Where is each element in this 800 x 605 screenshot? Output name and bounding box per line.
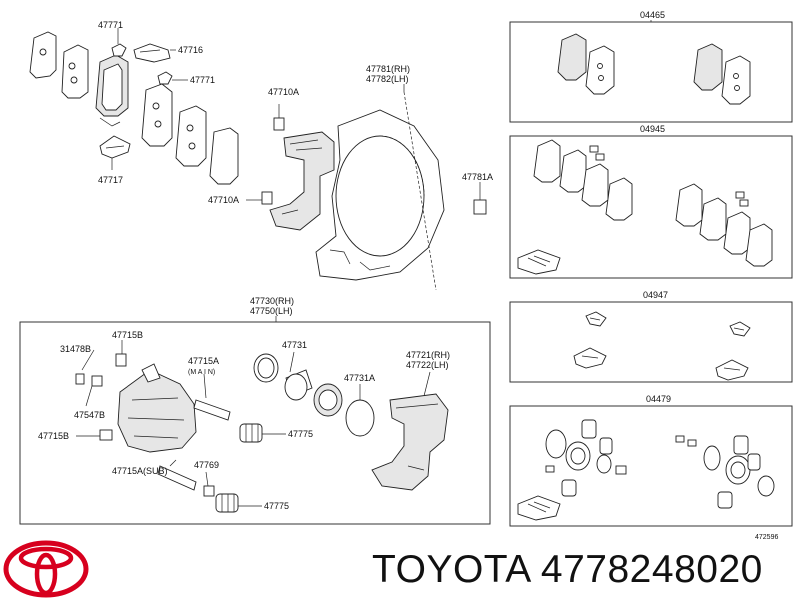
boot-set-ring xyxy=(345,399,375,437)
bracket-body xyxy=(269,131,335,231)
caliper-bracket xyxy=(371,393,449,491)
guide-bolt-lower xyxy=(99,429,113,441)
pin-bushing xyxy=(203,485,215,497)
label-04945: 04945 xyxy=(640,124,665,134)
label-47547b: 47547B xyxy=(74,410,105,420)
disc-dust-cover xyxy=(315,84,487,291)
label-main: (M A I N) xyxy=(188,369,215,376)
label-47771-b: 47771 xyxy=(190,75,215,85)
label-47710a-top: 47710A xyxy=(268,87,299,97)
kit-04945-shims xyxy=(509,135,793,279)
label-47781-rh: 47781(RH) xyxy=(366,64,410,74)
label-47721-rh: 47721(RH) xyxy=(406,350,450,360)
logo-vertical-ellipse-icon xyxy=(34,552,58,596)
caliper-mounting-bracket xyxy=(246,104,335,231)
label-47715a-sub: 47715A(SUB) xyxy=(112,466,168,476)
anti-squeal-clip-a xyxy=(111,43,127,57)
label-47731: 47731 xyxy=(282,340,307,350)
brand-part-number: TOYOTA 4778248020 xyxy=(372,548,763,591)
brake-pad-third xyxy=(141,83,173,147)
label-47781a: 47781A xyxy=(462,172,493,182)
dust-cover-bolt xyxy=(473,199,487,215)
kit-box-04479 xyxy=(509,405,793,527)
label-47769: 47769 xyxy=(194,460,219,470)
kit-box-04947 xyxy=(509,301,793,383)
label-47710a-bottom: 47710A xyxy=(208,195,239,205)
guide-pin-main xyxy=(193,399,231,421)
anti-squeal-shim xyxy=(133,43,171,63)
guide-pin-sub xyxy=(157,465,197,491)
label-47730-rh: 47730(RH) xyxy=(250,296,294,306)
bleeder-plug xyxy=(91,375,103,387)
anti-squeal-clip-b xyxy=(157,71,173,85)
label-47716: 47716 xyxy=(178,45,203,55)
pad-shim-inner xyxy=(209,127,239,185)
kit-04947-clips xyxy=(509,301,793,383)
label-04947: 04947 xyxy=(643,290,668,300)
kit-box-04945 xyxy=(509,135,793,279)
guide-bolt-upper xyxy=(115,353,127,367)
kit-04465-pads xyxy=(509,20,793,123)
label-47731a: 47731A xyxy=(344,373,375,383)
label-47782-lh: 47782(LH) xyxy=(366,74,409,84)
label-47750-lh: 47750(LH) xyxy=(250,306,293,316)
caliper-body xyxy=(117,369,197,453)
brake-pad-outer xyxy=(61,44,89,99)
label-47717: 47717 xyxy=(98,175,123,185)
bleeder-cap xyxy=(75,373,85,385)
label-47775-top: 47775 xyxy=(288,429,313,439)
bracket-bolt-top xyxy=(273,117,285,131)
label-47775-bottom: 47775 xyxy=(264,501,289,511)
label-04479: 04479 xyxy=(646,394,671,404)
pad-group-upper-left xyxy=(29,28,239,185)
caliper-assembly-box xyxy=(19,321,491,525)
logo-horizontal-ellipse-icon xyxy=(18,546,74,570)
label-47715b-top: 47715B xyxy=(112,330,143,340)
label-04465: 04465 xyxy=(640,10,665,20)
caliper-parts xyxy=(75,340,449,513)
label-47722-lh: 47722(LH) xyxy=(406,360,449,370)
brake-pad-fourth xyxy=(175,105,207,167)
bracket-bolt-bottom xyxy=(261,191,273,205)
label-47771-a: 47771 xyxy=(98,20,123,30)
kit-04479-seals xyxy=(509,405,793,527)
pin-boot-upper xyxy=(239,423,263,443)
label-47715b-bottom: 47715B xyxy=(38,431,69,441)
drawing-number: 472596 xyxy=(755,534,778,541)
label-31478b: 31478B xyxy=(60,344,91,354)
pin-boot-lower xyxy=(215,493,239,513)
label-47715a: 47715A xyxy=(188,356,219,366)
toyota-logo xyxy=(3,540,89,598)
